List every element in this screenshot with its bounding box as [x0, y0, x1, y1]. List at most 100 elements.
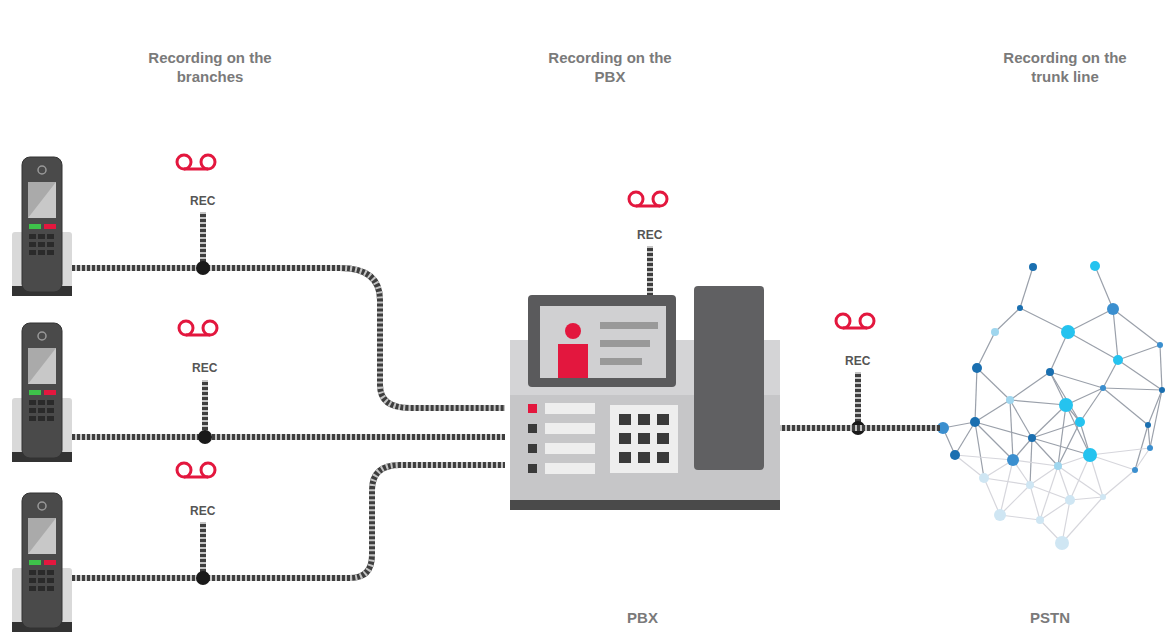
- keypad-key: [638, 433, 650, 444]
- network-link: [1070, 455, 1090, 500]
- network-graph: [937, 261, 1165, 550]
- network-link: [1040, 466, 1058, 520]
- network-link: [995, 308, 1020, 332]
- network-dot: [1028, 434, 1036, 442]
- network-link: [1148, 390, 1162, 425]
- trunk-wire: [780, 425, 940, 431]
- network-link: [1113, 309, 1118, 360]
- network-link: [955, 455, 1013, 460]
- network-link: [1118, 360, 1162, 390]
- network-link: [1068, 309, 1113, 332]
- rec-label: REC: [188, 194, 217, 208]
- network-dot: [1147, 445, 1153, 451]
- network-link: [984, 478, 1030, 485]
- rec-label: REC: [843, 354, 872, 368]
- network-dot: [1107, 303, 1119, 315]
- network-link: [955, 455, 984, 478]
- network-link: [1135, 425, 1148, 470]
- network-link: [1030, 466, 1058, 485]
- network-dot: [1036, 516, 1044, 524]
- network-dot: [972, 363, 982, 373]
- network-dot: [1113, 355, 1123, 365]
- pbx-device: [510, 286, 780, 510]
- node-label: PSTN: [940, 609, 1160, 626]
- keypad-key: [657, 414, 669, 425]
- network-link: [977, 332, 995, 368]
- network-link: [955, 422, 975, 455]
- network-link: [1058, 466, 1070, 500]
- network-link: [1118, 345, 1160, 360]
- network-dot: [1026, 481, 1034, 489]
- network-link: [977, 368, 1010, 400]
- keypad-key: [619, 414, 631, 425]
- pbx-node: PBX: [505, 285, 780, 630]
- node-label: PBX: [505, 609, 780, 626]
- network-link: [975, 422, 984, 478]
- network-link: [1040, 500, 1070, 520]
- network-link: [1150, 390, 1162, 448]
- network-dot: [1159, 387, 1165, 393]
- network-link: [984, 478, 1000, 515]
- network-link: [1010, 372, 1050, 400]
- network-dot: [1006, 396, 1014, 404]
- network-link: [1135, 448, 1150, 470]
- rec-label: REC: [188, 504, 217, 518]
- network-dot: [1145, 422, 1151, 428]
- network-node: PSTN: [940, 250, 1160, 630]
- network-link: [1020, 308, 1068, 332]
- network-link: [1000, 460, 1013, 515]
- network-dot: [1132, 467, 1138, 473]
- network-link: [975, 400, 1010, 422]
- network-link: [1030, 438, 1032, 485]
- network-link: [1103, 388, 1162, 390]
- phone-wires: [70, 268, 505, 578]
- network-link: [1090, 455, 1135, 470]
- network-dot: [1065, 495, 1075, 505]
- keypad-key: [619, 452, 631, 463]
- section-heading: Recording on the branches: [135, 48, 285, 86]
- keypad-key: [619, 433, 631, 444]
- network-dot: [1017, 305, 1023, 311]
- network-link: [1032, 405, 1066, 438]
- network-link: [1160, 345, 1162, 390]
- network-dot: [1100, 494, 1106, 500]
- network-link: [1010, 400, 1013, 460]
- network-link: [1032, 438, 1090, 455]
- network-dot: [1029, 263, 1037, 271]
- network-link: [1103, 470, 1135, 497]
- rec-label: REC: [635, 228, 664, 242]
- network-link: [1113, 309, 1160, 345]
- network-link: [1095, 266, 1113, 309]
- tap-lines: [196, 212, 865, 585]
- network-link: [1020, 267, 1033, 308]
- network-dot: [1157, 342, 1163, 348]
- trunk-line: [780, 428, 940, 429]
- rec-label: REC: [190, 361, 219, 375]
- keypad-key: [657, 452, 669, 463]
- network-dot: [991, 328, 999, 336]
- network-link: [1090, 448, 1150, 455]
- network-link: [1148, 425, 1150, 448]
- network-dot: [1075, 417, 1085, 427]
- network-dot: [1061, 325, 1075, 339]
- phone-handsets: [12, 157, 72, 632]
- network-link: [1013, 460, 1058, 466]
- network-link: [1000, 485, 1030, 515]
- network-dot: [970, 417, 980, 427]
- network-dot: [1054, 462, 1062, 470]
- network-link: [1010, 400, 1066, 405]
- network-dot: [1090, 261, 1100, 271]
- network-link: [1030, 485, 1070, 500]
- network-dot: [994, 509, 1006, 521]
- network-link: [1030, 485, 1040, 520]
- network-dot: [979, 473, 989, 483]
- network-dot: [1007, 454, 1019, 466]
- network-dot: [1046, 368, 1054, 376]
- keypad-key: [638, 452, 650, 463]
- section-heading: Recording on the trunk line: [990, 48, 1140, 86]
- network-link: [1080, 388, 1103, 422]
- keypad-key: [657, 433, 669, 444]
- keypad-key: [638, 414, 650, 425]
